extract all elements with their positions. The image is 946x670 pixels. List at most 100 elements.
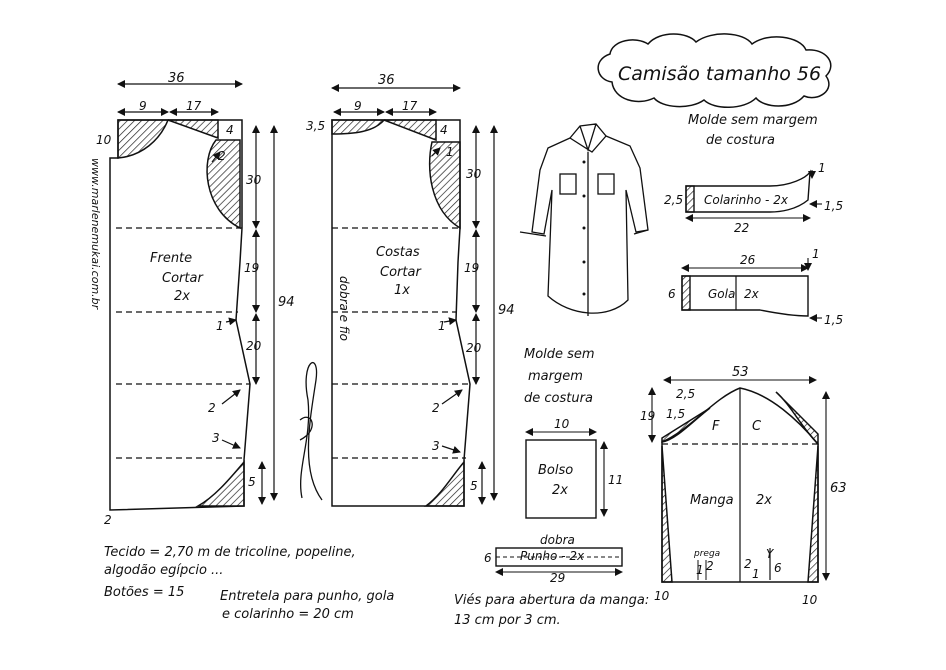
no-seam-mid-line1: Molde sem [524,347,595,362]
material-notes: Tecido = 2,70 m de tricoline, popeline, … [104,545,649,628]
back-waist-height: 19 [464,261,479,275]
colarinho-outline [685,169,811,213]
back-armhole-height: 30 [466,167,482,181]
note-vies: Viés para abertura da manga: [454,593,649,608]
back-neck-hatch [331,119,386,135]
punho-fold: dobra [540,533,575,547]
back-piece [331,84,498,507]
manga-total-height: 63 [830,481,847,496]
back-cut: Cortar [380,265,422,280]
gola-labels: Gola 2x 26 6 1 1,5 [668,247,843,327]
gola-qty: 2x [744,287,760,301]
manga-bottom-left: 10 [654,589,670,603]
signature [299,361,323,501]
bolso-width: 10 [554,417,570,431]
manga-label: Manga [690,493,734,508]
gola-width: 26 [740,253,756,267]
note-vies-2: 13 cm por 3 cm. [454,613,561,628]
back-neck-width: 9 [354,99,362,113]
back-armhole-hatch [428,141,461,230]
colarinho-labels: Colarinho - 2x 22 2,5 1 1,5 [664,161,843,235]
front-shoulder-hatch [167,119,219,140]
back-shoulder-drop: 4 [440,123,448,137]
page-title: Camisão tamanho 56 [618,63,821,85]
front-hem-height: 5 [248,475,256,489]
shirt-pocket-left [559,173,577,195]
front-labels: 36 9 17 10 4 2 30 19 20 5 94 1 2 3 2 Fre… [96,71,295,527]
front-label: Frente [150,251,192,266]
back-outline [331,119,471,507]
front-hem-out: 3 [212,431,220,445]
manga-pleat-w: 2 [706,559,714,573]
manga-mark-2: 2 [744,557,752,571]
back-armhole-in: 1 [446,145,454,159]
gola-tip-right: 1,5 [824,313,843,327]
manga-cap-a: 2,5 [676,387,695,401]
manga-bottom-right: 10 [802,593,818,607]
gola-hatch [681,275,691,311]
front-hip-height: 20 [246,339,262,353]
front-outline [109,119,251,511]
manga-outline [661,387,819,583]
manga-piece [648,376,830,583]
bolso-piece [525,428,608,519]
front-armhole-height: 30 [246,173,262,187]
manga-labels: 53 2,5 1,5 19 F C Manga 2x 63 prega 1 2 … [640,365,847,607]
manga-slit-h: 6 [774,561,782,575]
front-neck-hatch [117,119,170,159]
shirt-sketch [519,123,649,316]
colarinho-label: Colarinho - 2x [704,193,789,207]
back-shoulder-hatch [383,119,437,142]
no-seam-mid-line2: margem [528,369,583,384]
front-piece [109,80,278,511]
colarinho-tip-up: 1 [818,161,826,175]
shirt-collar [569,123,607,153]
back-labels: 36 9 17 3,5 4 1 30 19 20 5 94 1 2 3 Cost… [306,73,515,493]
manga-cap-b: 1,5 [666,407,685,421]
note-entretela: Entretela para punho, gola [220,589,394,604]
back-shoulder-width: 17 [402,99,418,113]
punho-width: 29 [550,571,565,585]
manga-width: 53 [732,365,749,380]
colarinho-hatch [685,185,695,213]
manga-qty: 2x [756,493,772,508]
front-shoulder-width: 17 [186,99,202,113]
no-seam-note-top: Molde sem margem de costura [688,113,818,148]
bolso-label: Bolso [538,463,573,478]
front-armhole-in: 2 [218,149,226,163]
site-url: www.marlenemukai.com.br [89,158,102,311]
back-hem-hatch [423,459,465,507]
bolso-outline [525,439,597,519]
manga-back-mark: C [752,419,762,434]
back-hem-out: 3 [432,439,440,453]
no-seam-note-mid: Molde sem margem de costura [524,347,595,406]
front-hem-hatch [195,459,245,507]
front-qty: 2x [174,289,190,304]
gola-piece [681,258,822,322]
back-hip-height: 20 [466,341,482,355]
back-waist-in: 1 [438,319,446,333]
punho-height: 6 [484,551,492,565]
manga-side-hatch-right [807,445,819,583]
note-botoes: Botões = 15 [104,585,184,600]
note-tecido: Tecido = 2,70 m de tricoline, popeline, [104,545,356,560]
signature-scribble [299,361,323,501]
bolso-labels: Bolso 2x 10 11 [538,417,623,498]
no-seam-top-line2: de costura [706,133,775,148]
gola-label: Gola [708,287,735,301]
title-cloud: Camisão tamanho 56 [597,33,832,108]
back-hem-height: 5 [470,479,478,493]
manga-side-hatch-left [661,445,673,583]
gola-outline [681,275,809,317]
shirt-pocket-right [597,173,615,195]
manga-mark-1: 1 [752,567,760,581]
bolso-qty: 2x [552,483,568,498]
colarinho-tip-right: 1,5 [824,199,843,213]
front-width-top: 36 [168,71,185,86]
front-total-height: 94 [278,295,295,310]
colarinho-width: 22 [734,221,749,235]
note-tecido-2: algodão egípcio ... [104,563,223,578]
front-hip-out: 2 [208,401,216,415]
back-qty: 1x [394,283,410,298]
